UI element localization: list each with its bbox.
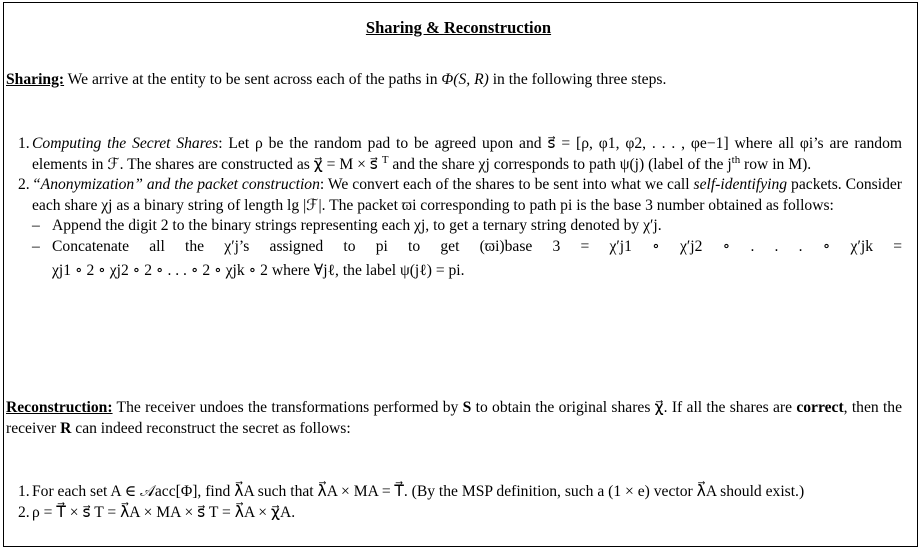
sharing-step-1-title: Computing the Secret Shares — [32, 135, 219, 152]
sharing-step-2-italic: self-identifying — [693, 176, 788, 193]
sharing-step-1-th: th — [731, 153, 741, 166]
sharing-steps: 1. Computing the Secret Shares: Let ρ be… — [6, 134, 902, 282]
reconstruction-text-c: , then the receiver — [6, 399, 903, 437]
reconstruction-step-1: 1. For each set A ∈ 𝒜acc[Φ], find λ⃗A su… — [18, 483, 805, 500]
sharing-intro-text-a: We arrive at the entity to be sent acros… — [64, 71, 442, 88]
reconstruction-step-2-text: ρ = T⃗ × s⃗ T = λ⃗A × MA × s⃗ T = λ⃗A × … — [32, 503, 296, 521]
sharing-intro-text-b: in the following three steps. — [488, 71, 667, 88]
reconstruction-step-1-text: For each set A ∈ 𝒜acc[Φ], find λ⃗A such … — [32, 483, 805, 500]
sharing-step-2: 2. “Anonymization” and the packet constr… — [18, 176, 902, 214]
sharing-step-2-text-b: packets. Consider each share χj as a bin… — [32, 176, 902, 214]
sharing-step-1-T: T — [381, 153, 389, 166]
sharing-step-1-text-a: : Let ρ be the random pad to be agreed u… — [218, 135, 608, 152]
reconstruction-text-d: can indeed reconstruct the secret as fol… — [71, 419, 351, 437]
reconstruction-step-2: 2. ρ = T⃗ × s⃗ T = λ⃗A × MA × s⃗ T = λ⃗A… — [18, 503, 296, 521]
sharing-step-1: 1. Computing the Secret Shares: Let ρ be… — [18, 135, 903, 173]
content-frame — [3, 2, 918, 547]
sharing-intro: Sharing: We arrive at the entity to be s… — [6, 70, 902, 91]
sharing-heading: Sharing: — [6, 71, 65, 88]
reconstruction-intro: Reconstruction: The receiver undoes the … — [6, 398, 902, 439]
page-title: Sharing & Reconstruction — [365, 18, 552, 37]
reconstruction-text-b: to obtain the original shares χ⃗. If all… — [471, 399, 797, 416]
sharing-substep-2a: – Concatenate all the χ′j’s assigned to … — [32, 237, 902, 255]
sharing-step-2-text-a: : We convert each of the shares to be se… — [319, 176, 694, 193]
reconstruction-steps: 1. For each set A ∈ 𝒜acc[Φ], find λ⃗A su… — [6, 482, 902, 523]
sharing-intro-math: Φ(S, R) — [441, 71, 489, 88]
sharing-step-1-text-c: and the share χj corresponds to path ψ(j… — [388, 155, 732, 173]
sharing-substep-2-text-b: χj1 ∘ 2 ∘ χj2 ∘ 2 ∘ . . . ∘ 2 ∘ χjk ∘ 2 … — [52, 262, 465, 279]
sharing-step-1-text-d: row in M). — [740, 155, 812, 173]
sharing-substep-1-text: Append the digit 2 to the binary strings… — [52, 217, 662, 234]
reconstruction-R: R — [60, 419, 72, 437]
sharing-step-1-text-b: 1, φ2, . . . , φe−1] where all φi’s are … — [32, 135, 903, 173]
sharing-substep-1: – Append the digit 2 to the binary strin… — [32, 217, 662, 234]
reconstruction-heading: Reconstruction: — [6, 399, 113, 416]
sharing-substep-2-text-a: Concatenate all the χ′j’s assigned to pi… — [52, 237, 902, 255]
reconstruction-text-a: The receiver undoes the transformations … — [112, 399, 463, 416]
sharing-substep-2b: χj1 ∘ 2 ∘ χj2 ∘ 2 ∘ . . . ∘ 2 ∘ χjk ∘ 2 … — [6, 261, 902, 282]
reconstruction-S: S — [462, 399, 472, 416]
reconstruction-correct: correct — [796, 399, 844, 416]
sharing-step-2-title: “Anonymization” and the packet construct… — [32, 176, 320, 193]
